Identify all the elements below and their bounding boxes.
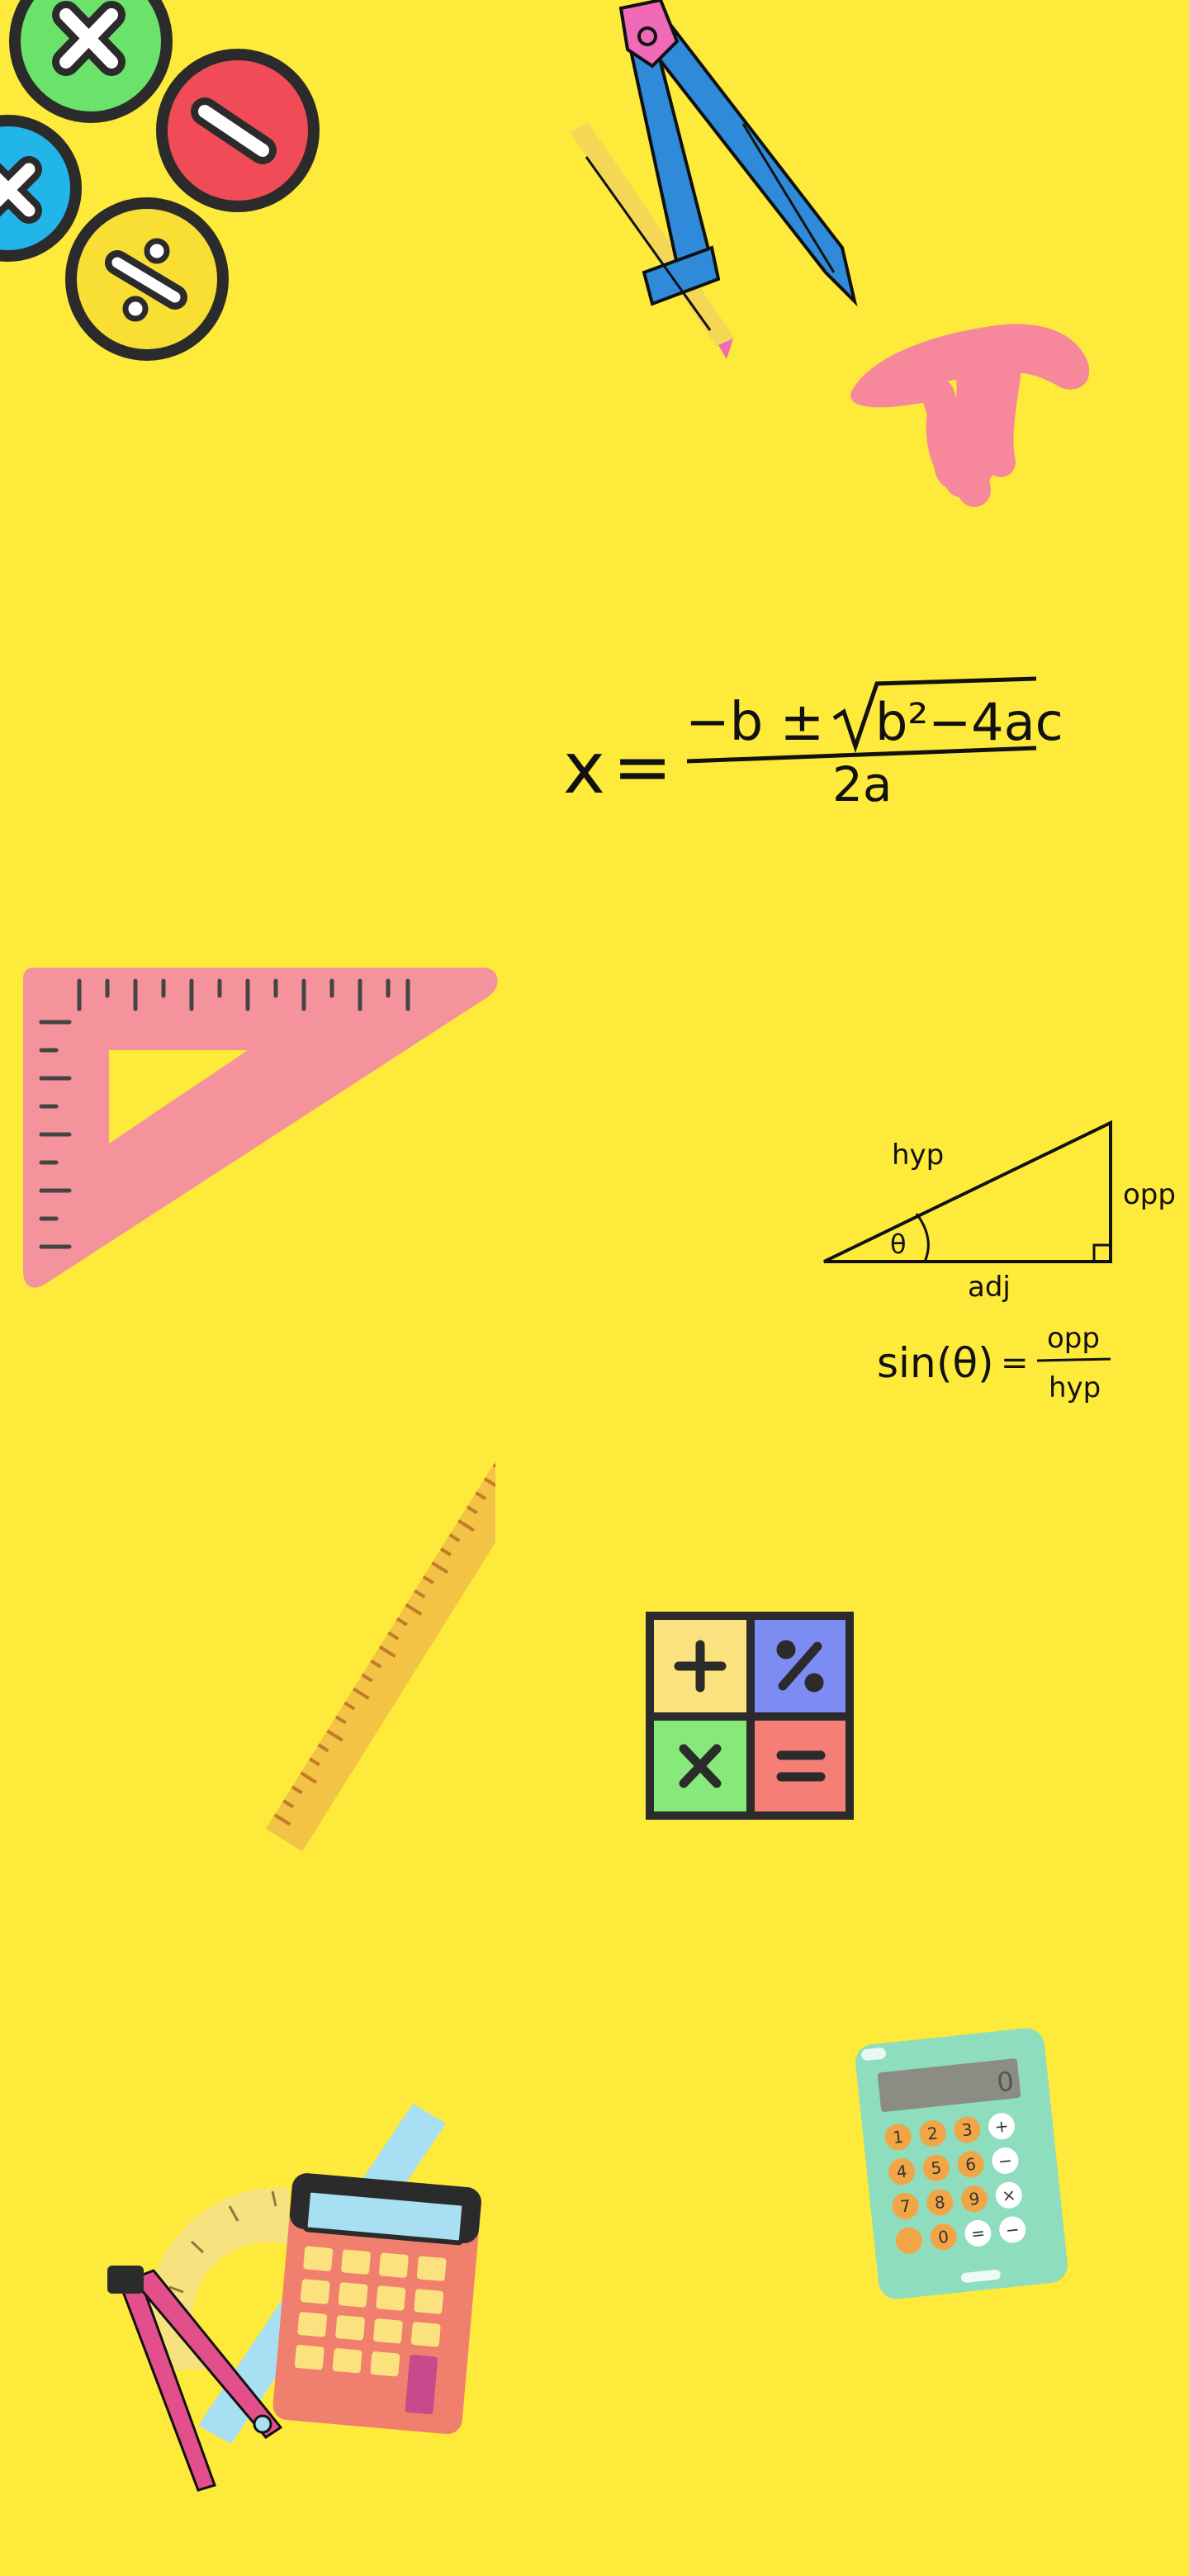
calculator-key (895, 2227, 922, 2254)
calculator-key (995, 2181, 1022, 2209)
trig-theta-label: θ (890, 1229, 907, 1260)
quadratic-formula: x = −b ± b²−4ac 2a (563, 676, 1063, 812)
calculator-key-label: 6 (964, 2154, 977, 2175)
drawing-compass-icon (570, 0, 858, 359)
calculator-key (954, 2116, 981, 2143)
calculator-key-label: − (997, 2150, 1013, 2171)
formula-radicand: b²−4ac (875, 692, 1063, 752)
trig-hyp-label: hyp (892, 1139, 944, 1172)
sin-frac-top: opp (1047, 1322, 1100, 1355)
plus-icon (674, 1640, 727, 1693)
math-operator-circles (0, 0, 320, 361)
operator-grid-icon (646, 1612, 854, 1820)
times-icon (679, 1744, 722, 1788)
calculator-key-label: 5 (930, 2157, 942, 2178)
equals-icon (776, 1750, 826, 1782)
sin-theta-label: (θ) (936, 1339, 994, 1387)
calculator-key (884, 2124, 912, 2151)
calculator-key (988, 2113, 1016, 2140)
sin-frac-bottom: hyp (1049, 1371, 1101, 1404)
calculator-key (888, 2158, 916, 2185)
multiply-circle-icon (9, 0, 173, 123)
calculator-key (999, 2216, 1026, 2243)
formula-equals: = (613, 726, 672, 808)
calculator-key-label: 1 (892, 2127, 904, 2147)
ruler-icon (266, 1380, 495, 1852)
calculator-key-label: = (970, 2223, 986, 2244)
calculator-display: 0 (996, 2065, 1016, 2098)
tools-cluster-icon (107, 2104, 481, 2492)
trig-diagram: hyp opp adj θ sin (θ) = opp hyp (823, 1120, 1176, 1404)
calculator-key (957, 2151, 984, 2178)
calculator-key-label: + (993, 2115, 1009, 2137)
formula-numerator-left: −b ± (685, 692, 824, 753)
calculator-key (922, 2154, 950, 2181)
calculator-key (961, 2185, 988, 2213)
calculator-key-label: × (1001, 2185, 1016, 2206)
set-square-ticks (39, 978, 410, 1249)
formula-denominator: 2a (832, 756, 892, 812)
pi-symbol-icon (850, 324, 1090, 507)
calculator-key (919, 2120, 946, 2147)
calculator-key-label: 4 (896, 2162, 908, 2182)
trig-opp-label: opp (1123, 1178, 1176, 1211)
percent-icon (776, 1640, 824, 1693)
calculator-key-label: 9 (968, 2189, 980, 2209)
divide-circle-icon (65, 197, 229, 361)
calculator-key-label: 8 (934, 2192, 946, 2213)
sin-label: sin (877, 1339, 936, 1387)
minus-circle-icon (156, 49, 320, 212)
calculator-key (992, 2147, 1019, 2174)
calculator-key-label: 3 (961, 2119, 973, 2140)
ruler-ticks (273, 1463, 495, 1826)
times-circle-icon (0, 115, 82, 262)
calculator-key (892, 2192, 919, 2219)
set-square-icon (23, 968, 498, 1288)
calculator-key-label: 0 (937, 2227, 950, 2247)
calculator-key (930, 2223, 957, 2251)
sin-equals: = (1001, 1344, 1029, 1382)
calculator-key (926, 2189, 954, 2216)
formula-x: x (563, 727, 605, 810)
calculator-key-label: 2 (926, 2123, 939, 2143)
calculator-key (964, 2219, 992, 2247)
trig-adj-label: adj (968, 1271, 1011, 1304)
calculator-key-label: 7 (899, 2195, 912, 2216)
calculator-key-label: − (1005, 2219, 1021, 2241)
